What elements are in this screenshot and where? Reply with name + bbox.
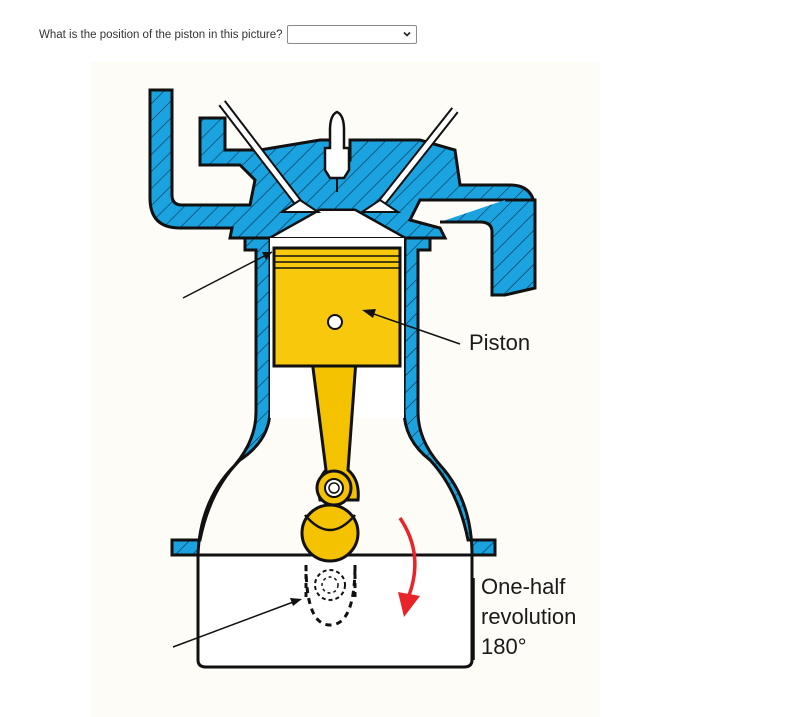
crankcase: [196, 553, 474, 669]
cylinder-wall-left: [170, 236, 272, 557]
chevron-down-icon: [402, 31, 411, 37]
engine-diagram: [148, 88, 537, 669]
leader-line-piston: [367, 311, 461, 345]
leader-line-bottom: [172, 600, 297, 648]
exhaust-port: [440, 198, 537, 297]
leader-arrowhead-piston: [362, 309, 376, 318]
crank-dashed-position: [304, 564, 357, 627]
spark-plug: [323, 110, 351, 192]
connecting-rod: [300, 358, 360, 563]
intake-valve: [218, 100, 322, 213]
revolution-label-line2: revolution: [481, 604, 577, 629]
piston: [272, 246, 402, 368]
cylinder-wall-right: [402, 236, 497, 557]
revolution-label-line3: 180°: [481, 634, 527, 659]
answer-dropdown[interactable]: [286, 25, 417, 44]
revolution-label-line1: One-half: [481, 574, 566, 599]
leader-arrowhead-bottom: [290, 598, 302, 606]
leader-line-top: [182, 251, 273, 299]
question-text: What is the position of the piston in th…: [39, 28, 283, 41]
engine-figure: Piston One-half revolution 180°: [91, 62, 600, 717]
rotation-arrow: [398, 517, 420, 617]
question-row: What is the position of the piston in th…: [39, 25, 417, 44]
piston-label: Piston: [469, 330, 531, 355]
exhaust-valve: [358, 107, 459, 213]
